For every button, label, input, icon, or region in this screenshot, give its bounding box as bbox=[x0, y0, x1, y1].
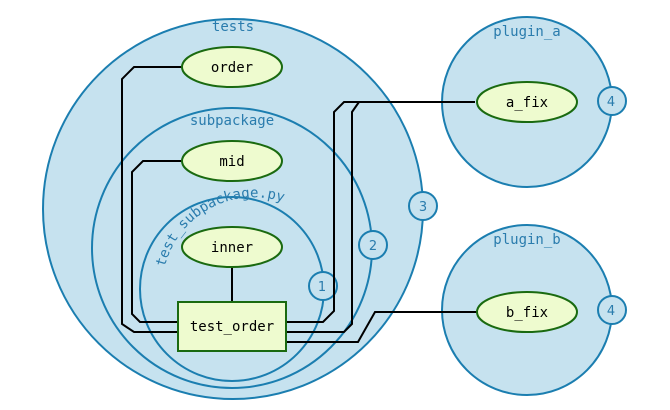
level-tab-tests: 3 bbox=[408, 191, 438, 221]
level-number-test-module: 1 bbox=[318, 280, 326, 295]
wire-b-fix bbox=[286, 311, 477, 343]
wire-a-fix-lane bbox=[286, 101, 360, 333]
fixture-label-a-fix: a_fix bbox=[506, 95, 548, 111]
fixture-mid: mid bbox=[181, 140, 283, 182]
level-tab-plugin-a: 4 bbox=[597, 86, 627, 116]
wire-order bbox=[121, 66, 183, 333]
test-function-label: test_order bbox=[190, 319, 274, 335]
level-number-subpackage: 2 bbox=[369, 239, 377, 254]
level-number-plugin-a: 4 bbox=[607, 95, 615, 110]
fixture-label-order: order bbox=[211, 60, 253, 76]
fixture-inner: inner bbox=[181, 226, 283, 268]
fixture-label-mid: mid bbox=[219, 154, 244, 170]
wire-mid bbox=[131, 160, 183, 323]
fixture-label-inner: inner bbox=[211, 240, 253, 256]
scope-label-tests: tests bbox=[212, 19, 254, 35]
fixture-order: order bbox=[181, 46, 283, 88]
scope-label-subpackage: subpackage bbox=[190, 113, 274, 129]
level-tab-plugin-b: 4 bbox=[597, 295, 627, 325]
level-number-tests: 3 bbox=[419, 200, 427, 215]
wire-a-fix bbox=[286, 101, 475, 323]
fixture-label-b-fix: b_fix bbox=[506, 305, 548, 321]
fixture-b-fix: b_fix bbox=[476, 291, 578, 333]
level-number-plugin-b: 4 bbox=[607, 304, 615, 319]
scope-label-plugin-b: plugin_b bbox=[493, 232, 560, 248]
scope-label-plugin-a: plugin_a bbox=[493, 24, 560, 40]
fixture-a-fix: a_fix bbox=[476, 81, 578, 123]
connector-wires bbox=[121, 66, 477, 343]
level-tab-subpackage: 2 bbox=[358, 230, 388, 260]
test-function-box: test_order bbox=[177, 301, 287, 352]
level-tab-test-module: 1 bbox=[308, 271, 338, 301]
